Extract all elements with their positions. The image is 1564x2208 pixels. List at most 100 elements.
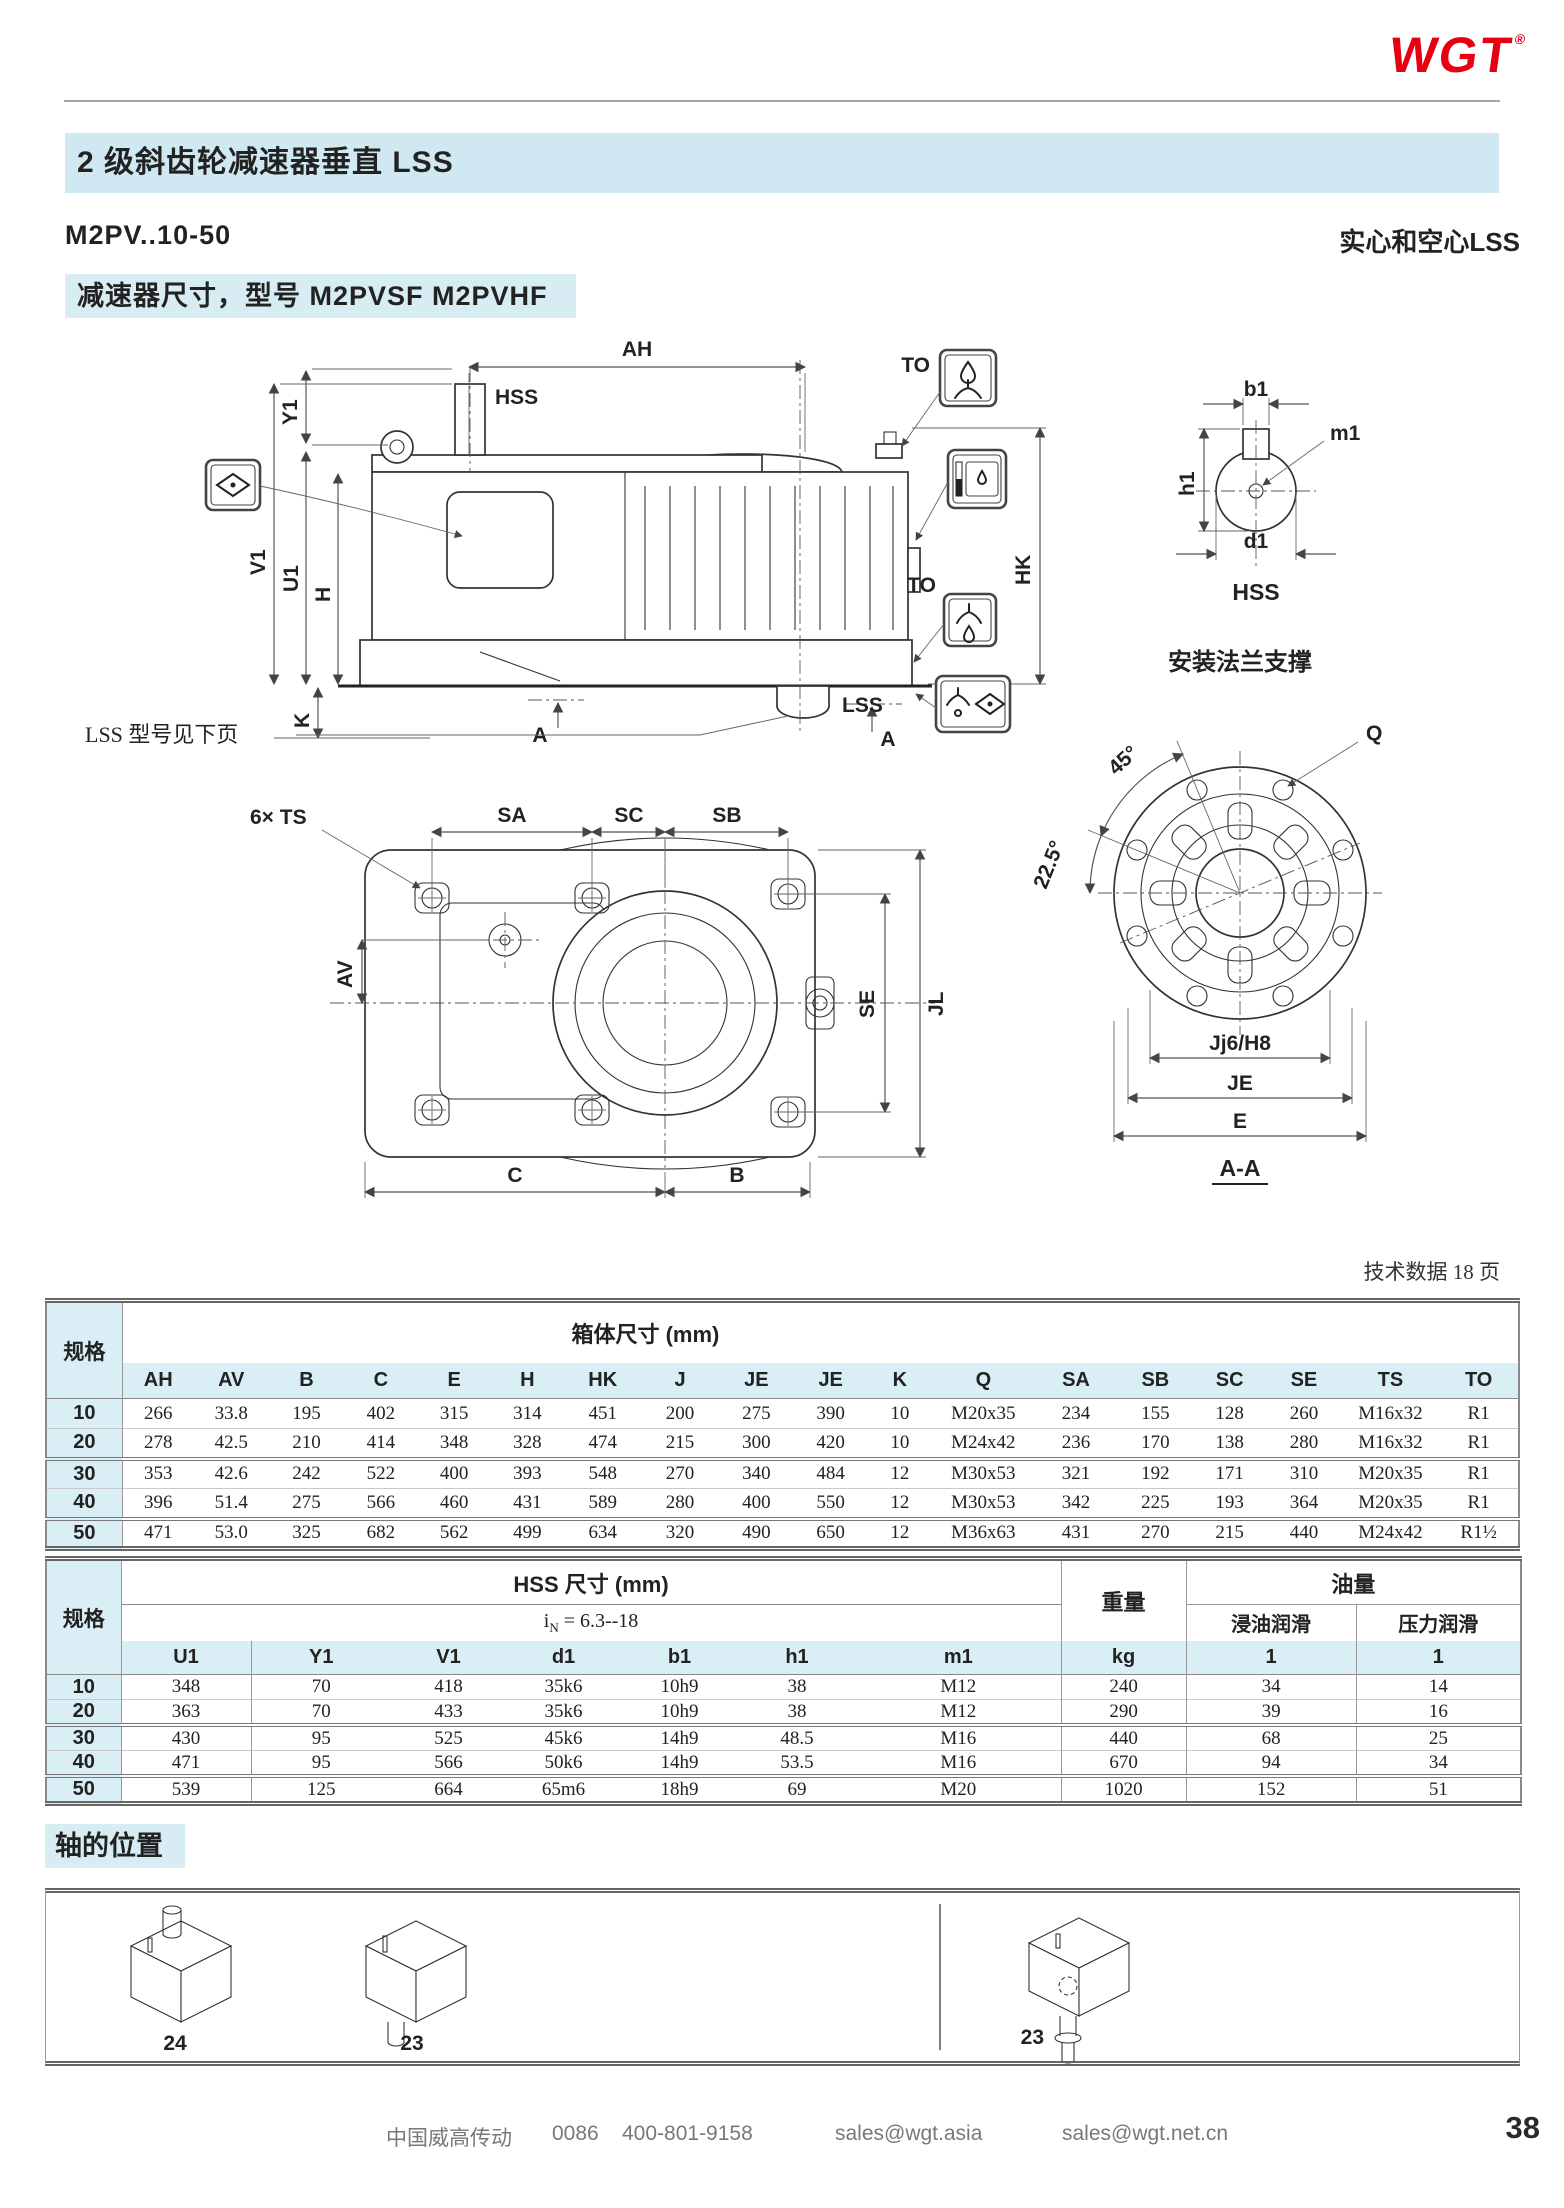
col-ah: AH <box>122 1362 194 1399</box>
dim-label-jl: JL <box>925 991 948 1016</box>
ratio-row: iN = 6.3--18 <box>121 1604 1062 1641</box>
shaft-position-title: 轴的位置 <box>45 1824 185 1868</box>
col-sb: SB <box>1117 1362 1193 1399</box>
table-row: 40 471 95 566 50k6 14h9 53.5 M16 670 94 … <box>46 1750 1522 1776</box>
col-kg: kg <box>1061 1640 1187 1675</box>
dim-label-m1: m1 <box>1330 422 1361 445</box>
spec-cell: 30 <box>46 1723 122 1751</box>
page-number: 38 <box>1505 2110 1540 2145</box>
spec-cell: 10 <box>46 1674 122 1700</box>
dim-label-hk: HK <box>1012 555 1035 585</box>
shaft-type-note: 实心和空心LSS <box>1339 227 1520 257</box>
spec-cell: 50 <box>46 1516 123 1549</box>
table-row: 40 396 51.4 275 566 460 431 589 280 400 … <box>46 1488 1519 1519</box>
model-code: M2PV..10-50 <box>65 220 232 250</box>
col-sa: SA <box>1034 1362 1118 1399</box>
section-marker-a-left: A <box>532 724 547 747</box>
col-q: Q <box>932 1362 1035 1399</box>
col-h1: h1 <box>738 1640 856 1675</box>
col-y1: Y1 <box>251 1640 391 1675</box>
col-je2: JE <box>794 1362 868 1399</box>
oil-drain-icon <box>942 592 998 648</box>
table-row: 10 348 70 418 35k6 10h9 38 M12 240 34 14 <box>46 1674 1522 1700</box>
housing-base <box>359 639 913 687</box>
dim-label-e: E <box>1233 1110 1247 1133</box>
shaft-position-label-23b: 23 <box>1021 2026 1044 2049</box>
shaft-position-24 <box>129 1905 233 2023</box>
table-row: 50 539 125 664 65m6 18h9 69 M20 1020 152… <box>46 1774 1522 1804</box>
housing-dimensions-table: 规格 箱体尺寸 (mm) AH AV B C E H HK J JE JE K … <box>45 1298 1520 1551</box>
col-to: TO <box>1439 1362 1519 1399</box>
col-v1: V1 <box>391 1640 506 1675</box>
dim-label-sa: SA <box>497 804 526 827</box>
dim-label-hss: HSS <box>495 386 538 409</box>
dim-label-lss: LSS <box>842 694 883 717</box>
dim-label-h: H <box>312 587 335 602</box>
footer-email-net: sales@wgt.net.cn <box>1062 2122 1229 2145</box>
col-se: SE <box>1266 1362 1342 1399</box>
oil-level-icon <box>946 448 1008 510</box>
col-u1: U1 <box>121 1640 252 1675</box>
dim-label-ts: 6× TS <box>250 806 307 829</box>
lss-output-stub <box>776 685 830 719</box>
dim-label-u1: U1 <box>280 565 303 592</box>
shaft-position-23a <box>364 1920 468 2047</box>
table1-column-headers: AH AV B C E H HK J JE JE K Q SA SB SC SE <box>46 1362 1519 1399</box>
flange-title: 安装法兰支撑 <box>1168 648 1312 676</box>
footer-company: 中国威高传动 <box>386 2127 512 2150</box>
shaft-position-box <box>45 1888 1520 2066</box>
col-c: C <box>344 1362 418 1399</box>
dim-label-je: JE <box>1227 1072 1253 1095</box>
col-e: E <box>417 1362 491 1399</box>
shaft-section-drawing: m1 b1 h1 d1 HSS <box>1176 378 1361 605</box>
shaft-section-caption: HSS <box>1232 579 1279 605</box>
dim-label-av: AV <box>334 960 357 988</box>
bottom-view-drawing: SA SC SB 6× TS AV SE JL C B <box>250 804 948 1198</box>
col-ts: TS <box>1341 1362 1440 1399</box>
dim-label-45deg: 45° <box>1104 741 1143 779</box>
spec-cell: 40 <box>46 1750 122 1776</box>
col-h: H <box>490 1362 565 1399</box>
shaft-position-figures: 24 23 <box>129 1904 1131 2064</box>
table-row: 30 353 42.6 242 522 400 393 548 270 340 … <box>46 1456 1519 1489</box>
spec-cell: 20 <box>46 1428 123 1459</box>
dim-label-to-bottom: TO <box>907 574 936 597</box>
col-oil-unit-1: 1 <box>1186 1640 1357 1675</box>
table1-title: 箱体尺寸 (mm) <box>571 1321 720 1347</box>
dim-label-to-top: TO <box>901 354 930 377</box>
eye-bolt <box>380 430 414 464</box>
weight-header: 重量 <box>1060 1558 1187 1641</box>
col-av: AV <box>193 1362 269 1399</box>
dim-label-c: C <box>507 1164 522 1187</box>
col-sc: SC <box>1193 1362 1267 1399</box>
dim-label-22-5deg: 22.5° <box>1029 838 1069 892</box>
footer-phone: 400-801-9158 <box>622 2122 753 2145</box>
flange-bolt-holes <box>1126 779 1354 1007</box>
header-divider <box>64 100 1500 102</box>
dimensions-subtitle: 减速器尺寸，型号 M2PVSF M2PVHF <box>65 274 576 318</box>
col-b1: b1 <box>621 1640 738 1675</box>
table2-title: HSS 尺寸 (mm) <box>121 1558 1062 1605</box>
col-m1: m1 <box>856 1640 1062 1675</box>
hss-dimensions-table: 规格 HSS 尺寸 (mm) 重量 油量 iN = 6.3--18 浸油润滑 压… <box>45 1556 1523 1806</box>
oil-header: 油量 <box>1186 1558 1522 1605</box>
dim-label-y1: Y1 <box>279 399 302 425</box>
col-b: B <box>268 1362 345 1399</box>
table-row: 20 278 42.5 210 414 348 328 474 215 300 … <box>46 1428 1519 1459</box>
mounting-bolt-holes <box>414 878 806 1128</box>
dim-label-d1: d1 <box>1244 530 1269 553</box>
spec-cell: 50 <box>46 1774 122 1804</box>
dim-label-jj6: Jj6/H8 <box>1209 1032 1271 1055</box>
dim-label-b1: b1 <box>1244 378 1269 401</box>
spec-column-header: 规格 <box>46 1558 122 1675</box>
lss-note: LSS 型号见下页 <box>85 722 238 747</box>
spec-cell: 20 <box>46 1699 122 1725</box>
footer-phone-code: 0086 <box>552 2122 599 2145</box>
spec-cell: 10 <box>46 1398 123 1429</box>
dim-label-h1: h1 <box>1176 471 1199 496</box>
table-row: 30 430 95 525 45k6 14h9 48.5 M16 440 68 … <box>46 1723 1522 1751</box>
dim-label-q: Q <box>1366 722 1382 745</box>
oil-pressure-header: 压力润滑 <box>1398 1614 1479 1637</box>
